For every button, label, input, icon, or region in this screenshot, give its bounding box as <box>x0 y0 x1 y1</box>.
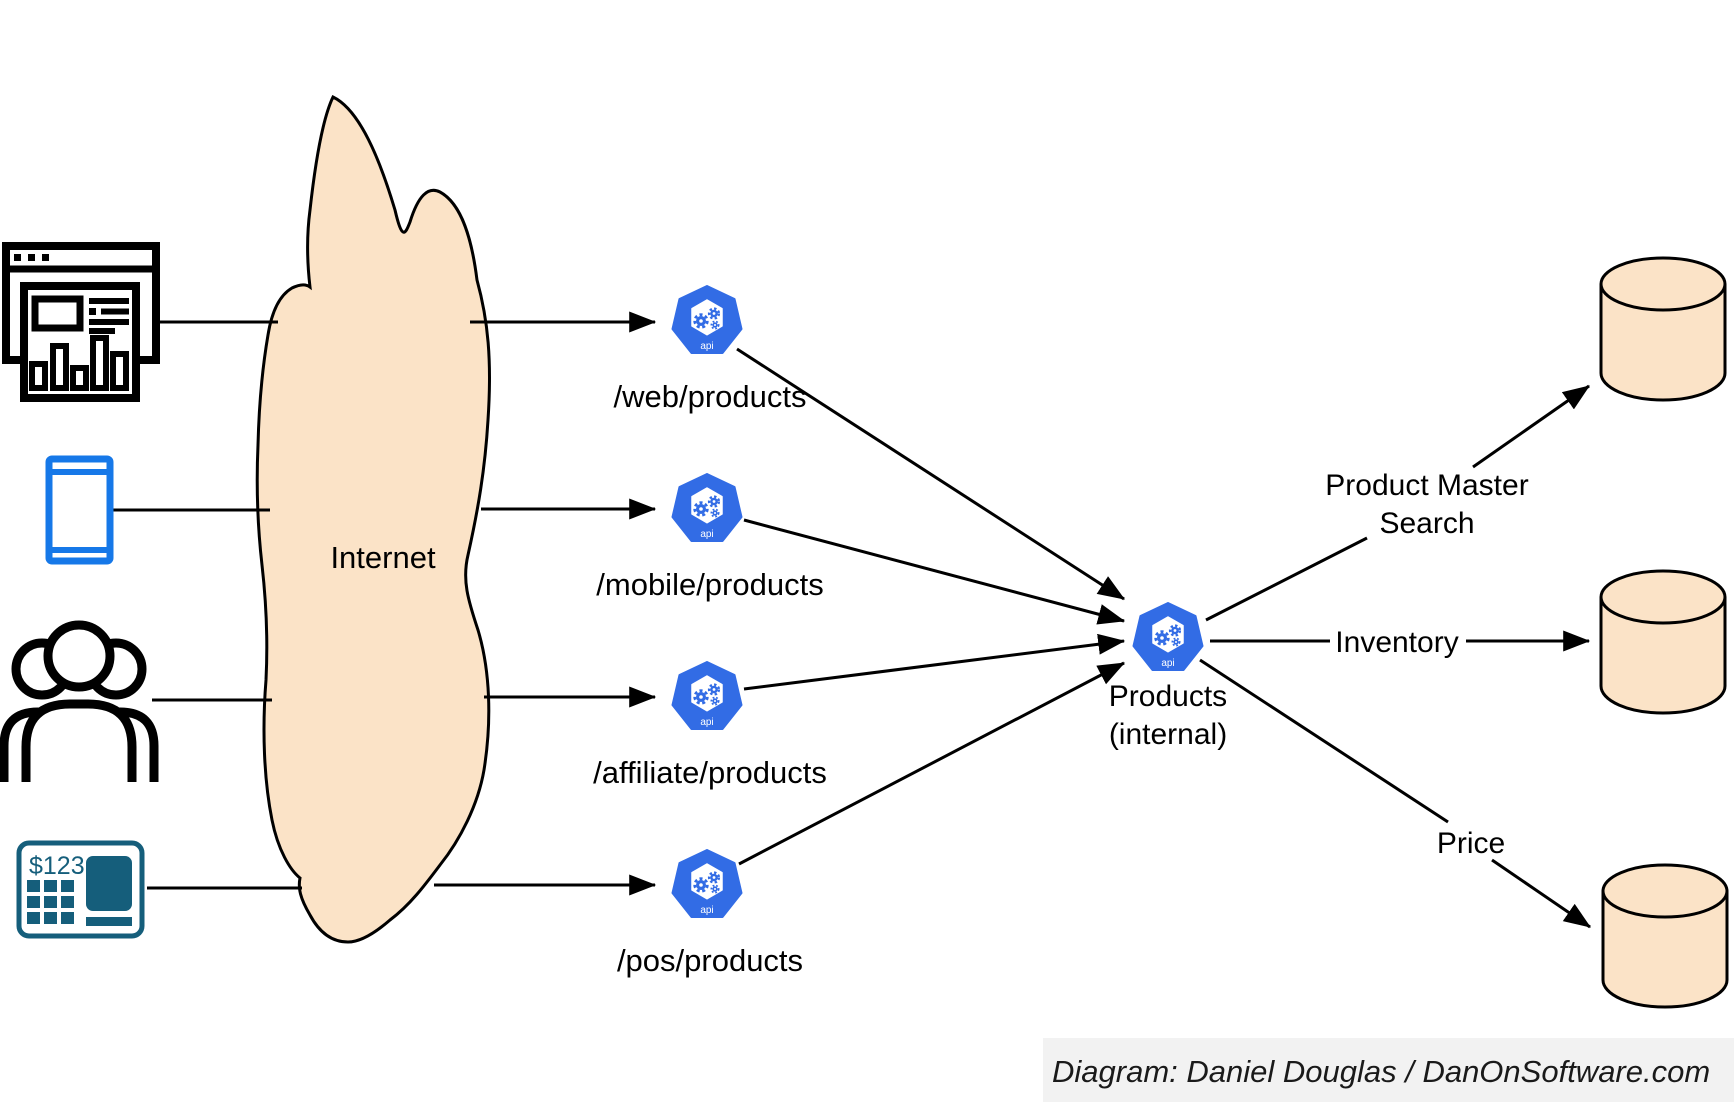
gateway-affiliate-label: /affiliate/products <box>593 755 827 790</box>
arrow-hub-search-b <box>1472 384 1590 469</box>
hub-label-line2: (internal) <box>1109 718 1227 751</box>
internet-cloud <box>255 94 492 944</box>
hub-label-line1: Products <box>1109 680 1227 713</box>
attribution-text: Diagram: Daniel Douglas / DanOnSoftware.… <box>1052 1054 1710 1089</box>
datastore-search-label-line2: Search <box>1379 507 1474 540</box>
gateway-web-label: /web/products <box>614 379 807 414</box>
products-internal-api-icon <box>1132 602 1204 672</box>
arrow-hub-price-b <box>1491 858 1591 929</box>
arrow-pos-hub <box>738 661 1126 866</box>
gateway-pos-label: /pos/products <box>617 943 803 978</box>
database-search-icon <box>1599 256 1727 402</box>
api-gateway-mobile-icon <box>671 473 743 543</box>
pos-screen <box>86 856 132 911</box>
line-hub-search-a <box>1205 536 1368 622</box>
datastore-inventory-label: Inventory <box>1335 626 1458 659</box>
pos-display-text: $123 <box>29 852 85 880</box>
database-inventory-icon <box>1599 569 1727 715</box>
mobile-phone-icon <box>45 455 114 565</box>
api-gateway-web-icon <box>671 285 743 355</box>
internet-label: Internet <box>330 540 436 575</box>
line-hub-price-a <box>1199 658 1449 824</box>
datastore-search-label-line1: Product Master <box>1325 469 1528 502</box>
arrow-web-hub <box>736 347 1126 601</box>
datastore-price-label: Price <box>1437 827 1505 860</box>
customers-group-icon <box>0 620 159 782</box>
arrow-mobile-hub <box>743 518 1126 625</box>
web-browser-dashboard-icon <box>2 242 160 402</box>
gateway-mobile-label: /mobile/products <box>596 567 823 602</box>
pos-slot <box>86 917 132 926</box>
attribution-bar <box>1043 1038 1734 1102</box>
pos-terminal-icon: $123 <box>16 840 145 939</box>
database-price-icon <box>1601 863 1729 1009</box>
arrow-affiliate-hub <box>743 633 1126 691</box>
api-gateway-pos-icon <box>671 849 743 919</box>
api-gateway-affiliate-icon <box>671 661 743 731</box>
pos-keypad <box>27 880 74 924</box>
